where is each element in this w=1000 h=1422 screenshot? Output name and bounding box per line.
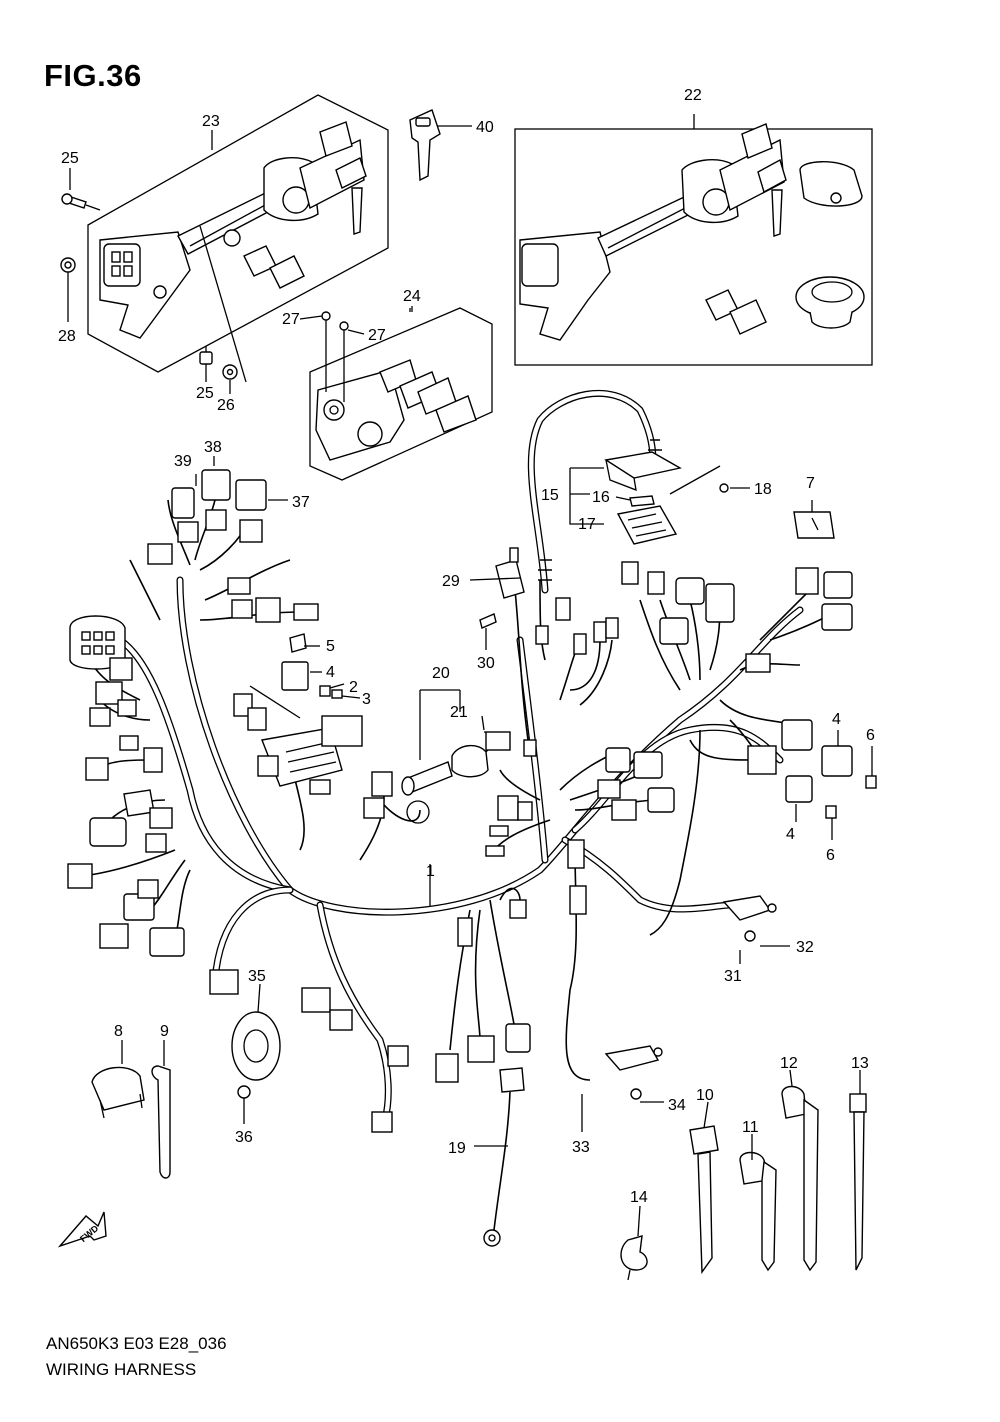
callout-label: 8 (114, 1023, 123, 1040)
callout-label: 4 (786, 826, 795, 843)
callout-label: 21 (450, 704, 468, 721)
leader-lines (69, 130, 873, 1237)
callout-label: 3 (362, 691, 371, 708)
callout-label: 30 (477, 655, 495, 672)
callout-label: 20 (432, 665, 450, 682)
callout-label: 4 (326, 664, 335, 681)
callout-label: 38 (204, 439, 222, 456)
callout-label: 6 (826, 847, 835, 864)
lock-set-kit-24 (309, 307, 493, 481)
figure-code: AN650K3 E03 E28_036 (46, 1334, 227, 1353)
callout-label: 6 (866, 727, 875, 744)
callout-label: 11 (742, 1119, 759, 1136)
callout-label: 26 (217, 397, 235, 414)
callout-label: 9 (160, 1023, 169, 1040)
harness-connectors (57, 451, 877, 1281)
callout-label: 15 (541, 487, 559, 504)
callout-label: 4 (832, 711, 841, 728)
callout-label: 7 (806, 475, 815, 492)
figure-name: WIRING HARNESS (46, 1360, 197, 1379)
figure-title: FIG.36 (44, 58, 142, 93)
wiring-harness-main (89, 389, 841, 1124)
callout-label: 28 (58, 328, 76, 345)
callout-label: 24 (403, 288, 421, 305)
callout-label: 19 (448, 1140, 466, 1157)
callout-label: 39 (174, 453, 192, 470)
key-40 (409, 109, 472, 182)
callout-label: 25 (61, 150, 79, 167)
callout-label: 22 (684, 87, 702, 104)
callout-label: 34 (668, 1097, 686, 1114)
callout-label: 27 (368, 327, 386, 344)
callout-label: 31 (724, 968, 742, 985)
callout-label: 37 (292, 494, 310, 511)
callout-label: 1 (426, 863, 435, 880)
callout-label: 36 (235, 1129, 253, 1146)
callout-label: 12 (780, 1055, 798, 1072)
callout-label: 35 (248, 968, 266, 985)
callout-label: 14 (630, 1189, 648, 1206)
callout-labels: 1 2 3 4 4 4 5 6 6 7 8 9 10 11 12 13 14 1… (58, 87, 875, 1244)
callout-label: 17 (578, 516, 596, 533)
callout-label: 2 (349, 679, 358, 696)
callout-label: 10 (696, 1087, 714, 1104)
callout-label: 27 (282, 311, 300, 328)
callout-label: 13 (851, 1055, 869, 1072)
callout-label: 32 (796, 939, 814, 956)
callout-label: 29 (442, 573, 460, 590)
callout-label: 18 (754, 481, 772, 498)
callout-label: 5 (326, 638, 335, 655)
callout-label: 23 (202, 113, 220, 130)
lock-set-kit-22 (514, 114, 873, 366)
callout-label: 33 (572, 1139, 590, 1156)
callout-label: 16 (592, 489, 610, 506)
lock-set-kit-23 (60, 94, 389, 394)
callout-label: 40 (476, 119, 494, 136)
callout-label: 25 (196, 385, 214, 402)
